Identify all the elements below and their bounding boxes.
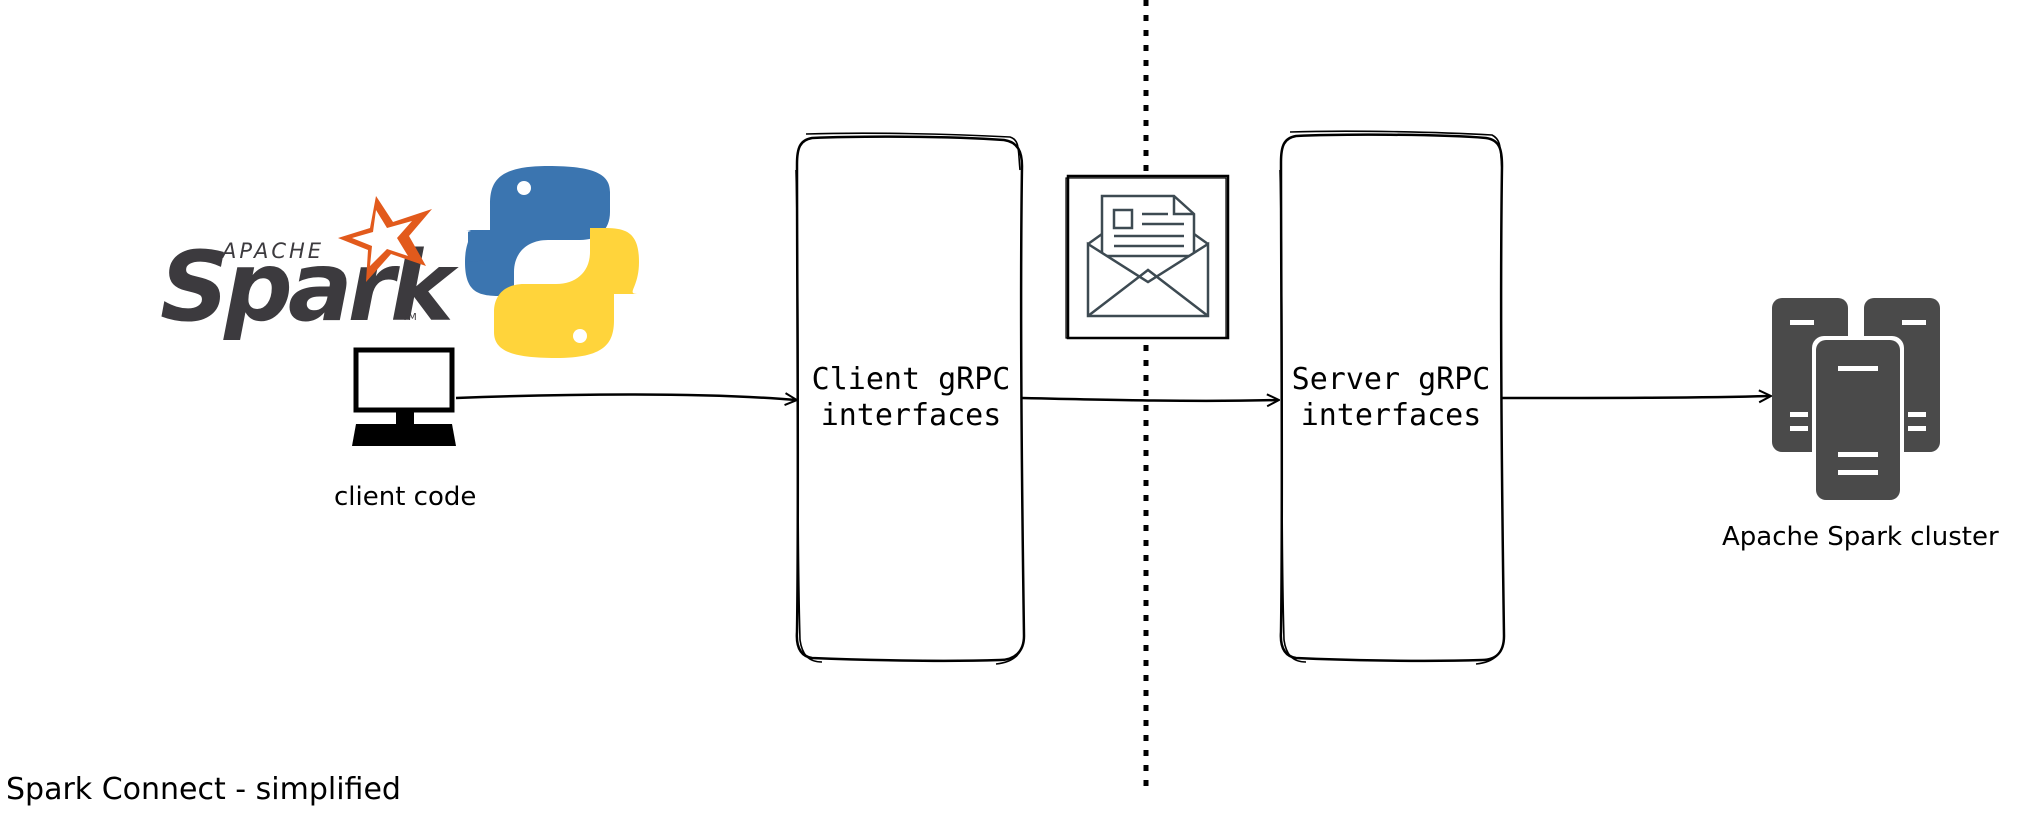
computer-monitor-icon (352, 347, 456, 446)
arrow-client-to-grpc (455, 395, 796, 401)
client-code-label: client code (334, 482, 477, 512)
arrow-server-grpc-to-cluster (1501, 396, 1770, 398)
apache-spark-logo: APACHE Spark TM (160, 196, 464, 343)
client-grpc-box (795, 132, 1026, 665)
server-grpc-label: Server gRPC interfaces (1291, 362, 1491, 433)
server-grpc-box (1279, 130, 1506, 665)
diagram-title: Spark Connect - simplified (6, 772, 401, 807)
client-grpc-label: Client gRPC interfaces (811, 362, 1011, 433)
server-cluster-icon (1772, 298, 1940, 504)
python-blue-snake (464, 166, 610, 296)
envelope-document-icon (1065, 174, 1230, 340)
python-yellow-snake (494, 228, 640, 358)
trademark-text: TM (401, 312, 417, 323)
python-logo (464, 166, 640, 358)
arrow-client-grpc-to-server-grpc (1021, 398, 1278, 401)
apache-text: APACHE (220, 239, 324, 263)
cluster-label: Apache Spark cluster (1722, 522, 1999, 552)
